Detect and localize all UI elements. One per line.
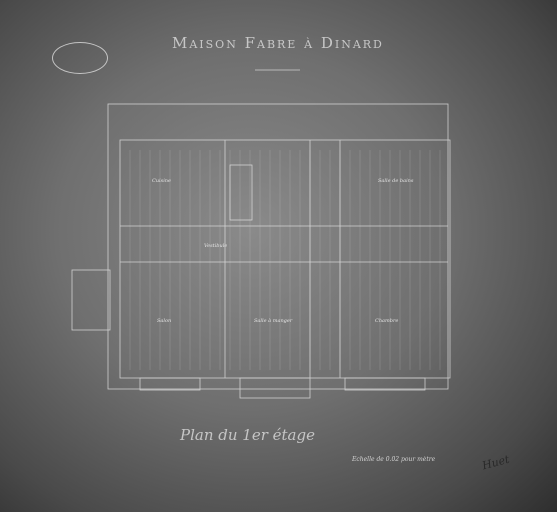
room-label-vestibule: Vestibule — [204, 243, 228, 249]
plan-title: Plan du 1er étage — [180, 426, 315, 444]
balcony — [239, 377, 311, 399]
outer-walls — [119, 139, 451, 379]
room-label-salon: Salon — [157, 318, 172, 324]
archive-stamp — [52, 42, 108, 74]
plan-outline — [107, 103, 449, 390]
balcony — [344, 377, 426, 391]
room-label-cuisine: Cuisine — [152, 178, 171, 184]
exterior-stairs — [71, 269, 111, 331]
room-label-salle-de-bains: Salle de bains — [378, 178, 414, 184]
staircase — [229, 164, 253, 221]
balcony — [139, 377, 201, 391]
scale-note: Echelle de 0.02 pour mètre — [352, 456, 436, 463]
room-label-salle-a-manger: Salle à manger — [254, 318, 293, 324]
drawing-title: Maison Fabre à Dinard — [172, 34, 384, 52]
room-label-chambre: Chambre — [375, 318, 399, 324]
